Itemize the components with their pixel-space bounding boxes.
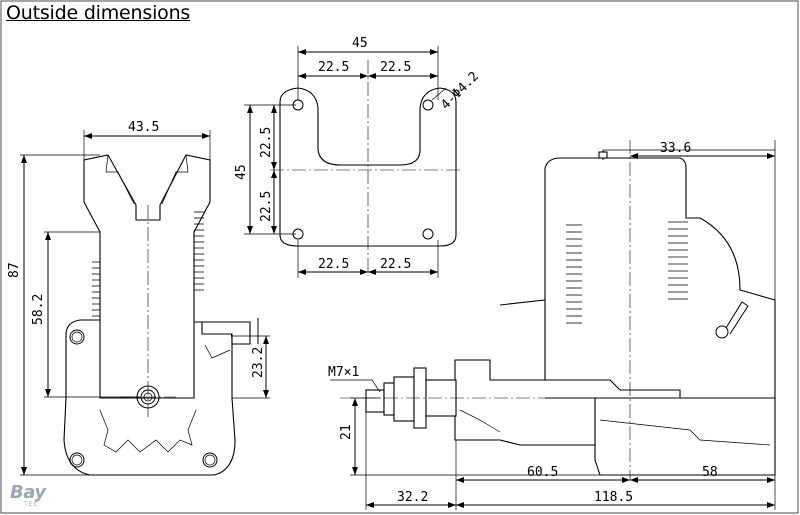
dim-thread: M7×1 (328, 365, 359, 380)
page-title: Outside dimensions (6, 2, 191, 24)
dim-total-height: 87 (7, 262, 22, 278)
dim-mount-half-br: 22.5 (380, 257, 411, 272)
dim-shaft-height: 21 (339, 424, 354, 440)
dim-body-length: 118.5 (594, 490, 633, 505)
brand-logo: Bay (10, 482, 46, 503)
dim-mount-height: 23.2 (251, 347, 266, 378)
dim-mount-height-total: 45 (234, 164, 249, 180)
dim-mount-to-rear: 58 (702, 465, 718, 480)
dim-mount-half-top: 22.5 (259, 127, 274, 158)
brand-logo-sub: TEC (24, 501, 39, 508)
dim-mount-half-tr: 22.5 (380, 60, 411, 75)
dim-front-width: 43.5 (128, 120, 159, 135)
dim-mount-width: 45 (352, 36, 368, 51)
dim-mount-half-bl: 22.5 (318, 257, 349, 272)
dim-prop-length: 32.2 (397, 490, 428, 505)
side-view (330, 140, 776, 510)
dim-mount-half-tl: 22.5 (318, 60, 349, 75)
mount-plate-view (244, 46, 460, 278)
dim-prop-to-mount: 60.5 (527, 465, 558, 480)
dim-crank-height: 58.2 (31, 294, 46, 325)
front-view (20, 130, 270, 476)
dim-carb-offset: 33.6 (660, 141, 691, 156)
dim-mount-half-bottom: 22.5 (259, 191, 274, 222)
